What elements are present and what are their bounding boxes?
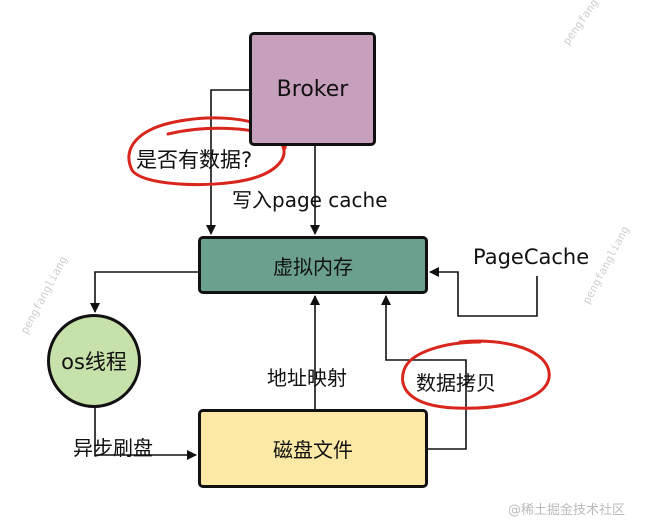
os-thread-label: os线程 [61, 350, 127, 374]
arrow-flush [94, 408, 197, 460]
label-has-data: 是否有数据? [136, 148, 253, 172]
arrow-os [90, 271, 198, 313]
label-data-copy: 数据拷贝 [416, 371, 496, 395]
label-async-flush: 异步刷盘 [73, 436, 153, 460]
disk-file-label: 磁盘文件 [273, 438, 353, 462]
broker-label: Broker [276, 76, 349, 102]
arrow-copy [381, 295, 467, 450]
highlight-data-copy [401, 339, 551, 410]
broker-node: Broker [249, 32, 376, 146]
site-credit: @稀土掘金技术社区 [508, 503, 626, 518]
arrow-query [206, 89, 249, 235]
os-thread-node: os线程 [47, 314, 141, 408]
disk-file-node: 磁盘文件 [198, 409, 428, 488]
label-page-cache: PageCache [473, 245, 590, 269]
virtual-memory-label: 虚拟内存 [273, 254, 353, 279]
arrow-pagecache [429, 267, 538, 317]
virtual-memory-node: 虚拟内存 [198, 236, 428, 294]
label-write-page-cache: 写入page cache [232, 188, 388, 212]
label-address-mapping: 地址映射 [267, 366, 347, 390]
